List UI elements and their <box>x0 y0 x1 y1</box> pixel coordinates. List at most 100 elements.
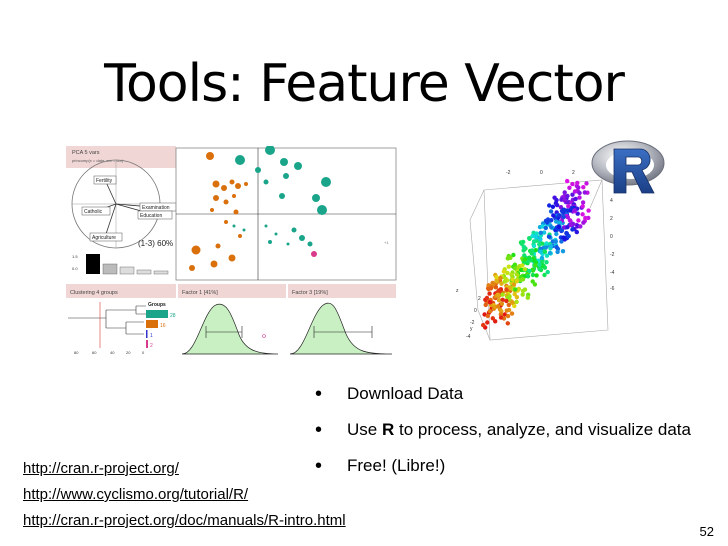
right-tick: 0 <box>610 234 613 240</box>
var-label: Agriculture <box>92 235 116 241</box>
rgl-point <box>567 218 573 223</box>
bullet-dot: • <box>315 383 323 405</box>
pca-header-title: PCA 5 vars <box>72 150 100 156</box>
rgl-point <box>513 287 518 292</box>
rgl-point <box>538 237 543 242</box>
var-label: Examination <box>142 205 170 211</box>
rgl-point <box>511 282 517 287</box>
clustering-label: Clustering 4 groups <box>70 290 118 296</box>
bullet-item: • Free! (Libre!) <box>315 452 715 488</box>
rgl-point <box>498 312 503 317</box>
rgl-point <box>581 220 586 225</box>
scree-bar <box>136 269 152 275</box>
bullet-dot: • <box>315 419 323 441</box>
rgl-point <box>568 222 573 228</box>
rgl-point <box>505 270 510 276</box>
rgl-point <box>522 267 528 272</box>
top-tick: -2 <box>506 170 511 176</box>
scree-bar <box>153 270 169 275</box>
rgl-point <box>534 273 539 278</box>
rgl-point-cloud <box>481 178 591 330</box>
rgl-point <box>552 195 557 200</box>
rgl-point <box>570 181 575 187</box>
rgl-point <box>550 204 556 209</box>
rgl-point <box>522 253 527 258</box>
right-tick: 4 <box>610 198 613 204</box>
group-count: 16 <box>160 323 166 329</box>
rgl-point <box>557 213 562 218</box>
rgl-point <box>537 266 543 272</box>
rgl-point <box>483 302 488 308</box>
rgl-point <box>544 253 550 258</box>
rgl-point <box>556 224 562 230</box>
link-cyclismo-tutorial[interactable]: http://www.cyclismo.org/tutorial/R/ <box>23 486 249 503</box>
rgl-point <box>565 193 570 199</box>
tree-axis-label: 80 <box>74 350 79 355</box>
rgl-point <box>531 243 537 249</box>
rgl-point <box>506 264 511 269</box>
rgl-point <box>532 258 537 263</box>
rgl-point <box>548 209 554 214</box>
rgl-point <box>530 248 535 253</box>
rgl-point <box>500 297 505 302</box>
rgl-point <box>485 320 490 325</box>
rgl-point <box>554 202 560 208</box>
tree-axis-label: 0 <box>142 350 145 355</box>
rgl-point <box>583 215 588 221</box>
rgl-point <box>561 214 566 220</box>
rgl-point <box>494 279 499 284</box>
rgl-point <box>490 280 495 286</box>
rgl-point <box>577 190 582 196</box>
top-tick: 2 <box>572 170 575 176</box>
rgl-point <box>527 236 532 241</box>
rgl-point <box>547 203 552 208</box>
rgl-point <box>498 315 504 320</box>
rgl-point <box>570 227 575 232</box>
link-r-intro-manual[interactable]: http://cran.r-project.org/doc/manuals/R-… <box>23 512 346 529</box>
rgl-point <box>572 208 577 213</box>
groups-legend: Groups 28 16 1 2 <box>146 302 176 349</box>
rgl-point <box>559 239 564 244</box>
rgl-point <box>574 229 579 235</box>
correlation-circle: Fertility Examination Education Catholic… <box>71 159 177 249</box>
bullet-text: Download Data <box>347 384 464 403</box>
rgl-point <box>487 309 493 314</box>
bar-axis-label: 0.0 <box>72 266 78 271</box>
left-tick: -4 <box>466 334 471 340</box>
rgl-point <box>580 204 585 209</box>
rgl-point <box>498 275 503 281</box>
rgl-point <box>565 208 570 213</box>
bullet-dot: • <box>315 455 323 477</box>
scree-bar <box>86 254 100 274</box>
group-bar <box>146 340 148 348</box>
rgl-point <box>577 195 582 200</box>
rgl-point <box>504 287 509 292</box>
rgl-point <box>512 303 517 309</box>
rgl-point <box>564 230 569 236</box>
rgl-point <box>505 321 510 326</box>
rgl-point <box>580 212 585 217</box>
rgl-point <box>490 316 495 321</box>
left-tick: -2 <box>470 320 475 326</box>
rgl-point <box>576 185 581 190</box>
scree-bars: 0.0 1.5 <box>72 254 169 275</box>
rgl-point <box>559 228 565 233</box>
factor3-density <box>289 302 393 355</box>
rgl-point <box>570 192 575 197</box>
left-tick: 0 <box>474 308 477 314</box>
factor1-band <box>178 284 286 298</box>
rgl-point <box>510 277 515 282</box>
rgl-point <box>506 302 511 308</box>
rgl-point <box>567 185 572 190</box>
tree-axis-label: 20 <box>126 350 131 355</box>
rgl-point <box>572 189 578 194</box>
bullet-item: • Use R to process, analyze, and visuali… <box>315 416 715 452</box>
pca-header-sub: princomp(x = data, cor = cor) <box>72 158 124 163</box>
rgl-point <box>537 242 542 247</box>
link-cran[interactable]: http://cran.r-project.org/ <box>23 460 179 477</box>
rgl-point <box>543 225 548 231</box>
rgl-point <box>530 272 536 278</box>
rgl-point <box>542 272 547 278</box>
teal-cluster <box>232 146 331 247</box>
rgl-point <box>537 262 542 267</box>
